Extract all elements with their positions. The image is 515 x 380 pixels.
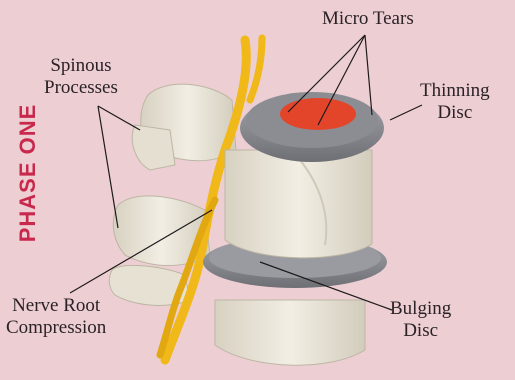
nerve-root-compression-label: Nerve Root Compression: [6, 295, 106, 339]
thinning-disc: [240, 92, 384, 162]
disc-nucleus: [280, 98, 356, 130]
leader-thinning-disc: [390, 105, 422, 120]
micro-tears-label: Micro Tears: [322, 8, 414, 30]
spinous-processes-label: Spinous Processes: [44, 55, 118, 99]
leader-spinous-2: [98, 106, 118, 228]
leader-micro-tears-3: [365, 35, 372, 115]
thinning-disc-label: Thinning Disc: [420, 80, 490, 124]
leader-spinous-1: [98, 106, 140, 130]
middle-vertebra: [225, 150, 372, 258]
lower-vertebra: [215, 300, 365, 365]
bulging-disc-label: Bulging Disc: [390, 298, 451, 342]
